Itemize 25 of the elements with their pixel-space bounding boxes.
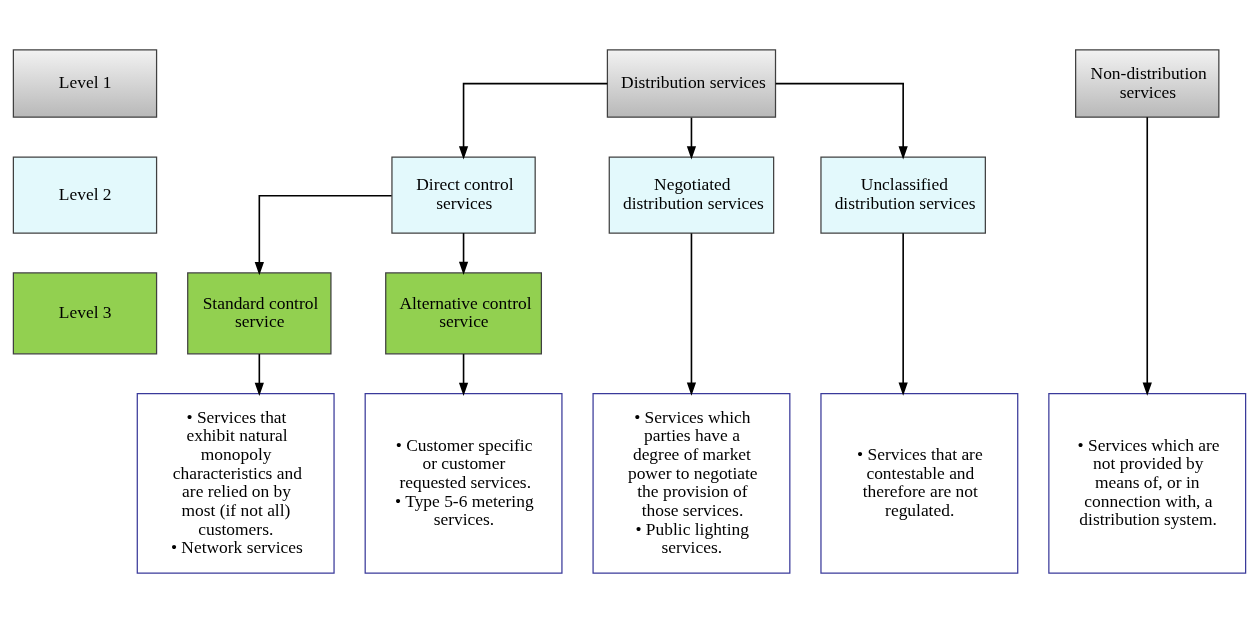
arrow [1142,116,1152,396]
arrow [774,82,908,159]
node-box: Alternative control service [385,271,542,354]
node-box: Unclassified distribution services [820,155,986,234]
node-box: Level 3 [12,271,158,354]
arrow [458,82,609,159]
node-box: • Services that exhibit natural monopoly characteristics and are relied on by most (if not all) customers. • Network services [136,392,335,574]
node-box: Level 1 [12,48,158,118]
node-box: Distribution services [606,48,777,118]
node-box: • Services which parties have a degree of market power to negotiate the provision of those services. • Public lighting services. [592,392,791,574]
arrow [458,231,469,275]
arrow [898,232,908,396]
node-box: Negotiated distribution services [608,155,775,234]
arrow [458,352,469,396]
arrow [686,116,697,159]
arrow [254,352,264,396]
node-box: Direct control services [391,155,536,234]
node-box: • Services which are not provided by means of, or in connection with, a distribution system. [1048,392,1247,574]
arrow [686,232,697,396]
node-box: • Services that are contestable and therefore are not regulated. [820,392,1019,574]
node-box: Standard control service [187,271,332,354]
node-box: Level 2 [12,155,158,234]
node-box: Non-distribution services [1075,48,1220,118]
node-box: • Customer specific or customer requested services. • Type 5-6 metering services. [364,392,563,574]
arrow [254,194,393,275]
